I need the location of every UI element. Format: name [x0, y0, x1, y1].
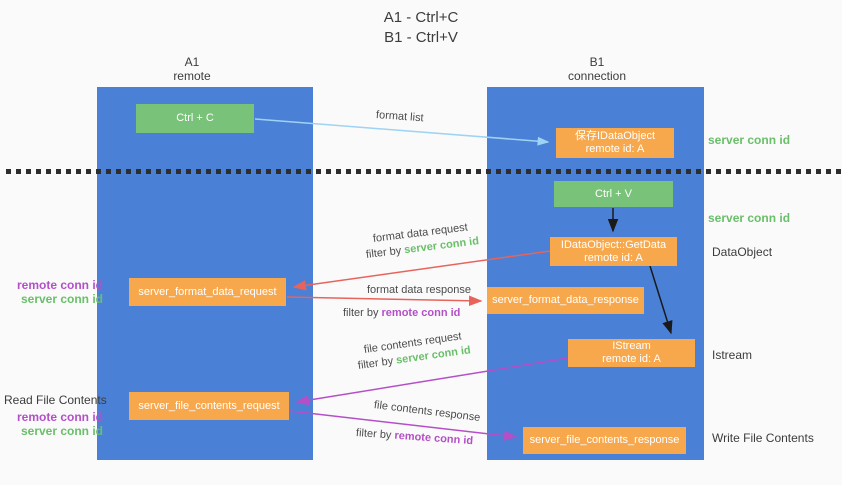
getdata-remote-id: remote id: A [584, 251, 643, 264]
lifeline-name: A1 [184, 55, 200, 69]
filter-by-text: filter by [357, 355, 394, 372]
ctrl-v-label: Ctrl + V [595, 187, 632, 200]
save-dataobject-title: 保存IDataObject [574, 130, 656, 142]
remote-conn-id-label: remote conn id [16, 410, 103, 424]
format-list-label: format list [376, 109, 424, 124]
lifeline-role: connection [567, 69, 627, 83]
title-line-2: B1 - Ctrl+V [384, 29, 458, 46]
file-contents-response-label: file contents response [373, 399, 481, 424]
save-dataobject-node: 保存IDataObject remote id: A [556, 128, 674, 158]
remote-conn-id-text: remote conn id [394, 429, 474, 448]
ctrl-v-node: Ctrl + V [554, 181, 673, 207]
server-conn-id-label: server conn id [20, 292, 103, 306]
format-data-response-text: format data response [367, 284, 471, 296]
istream-annotation: Istream [712, 348, 753, 362]
getdata-title: IDataObject::GetData [560, 238, 667, 251]
file-request-label: server_file_contents_request [138, 399, 280, 412]
ctrl-c-label: Ctrl + C [176, 112, 214, 124]
server-format-data-request-node: server_format_data_request [129, 278, 286, 306]
format-data-response-label: format data response [367, 284, 471, 296]
dataobject-annotation: DataObject [712, 245, 773, 259]
lifeline-header-a1: A1 remote [92, 55, 292, 83]
server-conn-id-annotation-mid: server conn id [708, 211, 791, 225]
getdata-node: IDataObject::GetData remote id: A [550, 237, 677, 266]
conn-id-annotation-file-section: remote conn id server conn id [8, 410, 103, 438]
istream-remote-id: remote id: A [602, 353, 661, 365]
filter-by-text: filter by [365, 244, 402, 261]
file-contents-response-text: file contents response [373, 399, 481, 424]
conn-id-annotation-format-section: remote conn id server conn id [8, 278, 103, 306]
istream-title: IStream [612, 340, 651, 352]
lifeline-role: remote [173, 69, 211, 83]
remote-conn-id-label: remote conn id [16, 278, 103, 292]
ctrl-c-node: Ctrl + C [136, 104, 254, 133]
save-dataobject-remote-id: remote id: A [585, 143, 645, 155]
read-file-contents-annotation: Read File Contents [4, 393, 107, 407]
format-list-text: format list [375, 109, 424, 125]
lifeline-name: B1 [589, 55, 605, 69]
server-file-contents-request-node: server_file_contents_request [129, 392, 289, 420]
diagram-title: A1 - Ctrl+C B1 - Ctrl+V [0, 8, 842, 48]
file-response-label: server_file_contents_response [529, 434, 680, 446]
filter-by-text: filter by [343, 307, 379, 319]
format-request-label: server_format_data_request [138, 285, 277, 298]
filter-by-text: filter by [355, 427, 392, 442]
remote-conn-id-text: remote conn id [381, 307, 461, 319]
format-data-response-arrow [286, 295, 483, 307]
phase-divider-dotted-line [6, 169, 842, 174]
server-conn-id-annotation-top: server conn id [708, 133, 791, 147]
server-conn-id-label: server conn id [20, 424, 103, 438]
write-file-contents-annotation: Write File Contents [712, 431, 814, 445]
server-format-data-response-node: server_format_data_response [487, 287, 644, 314]
istream-node: IStream remote id: A [568, 339, 695, 367]
format-response-label: server_format_data_response [492, 294, 639, 306]
title-line-1: A1 - Ctrl+C [383, 9, 459, 26]
filter-by-remote-conn-id-label-2: filter by remote conn id [356, 427, 474, 447]
server-file-contents-response-node: server_file_contents_response [523, 427, 686, 454]
lifeline-header-b1: B1 connection [497, 55, 697, 83]
filter-by-remote-conn-id-label-1: filter by remote conn id [343, 307, 460, 319]
